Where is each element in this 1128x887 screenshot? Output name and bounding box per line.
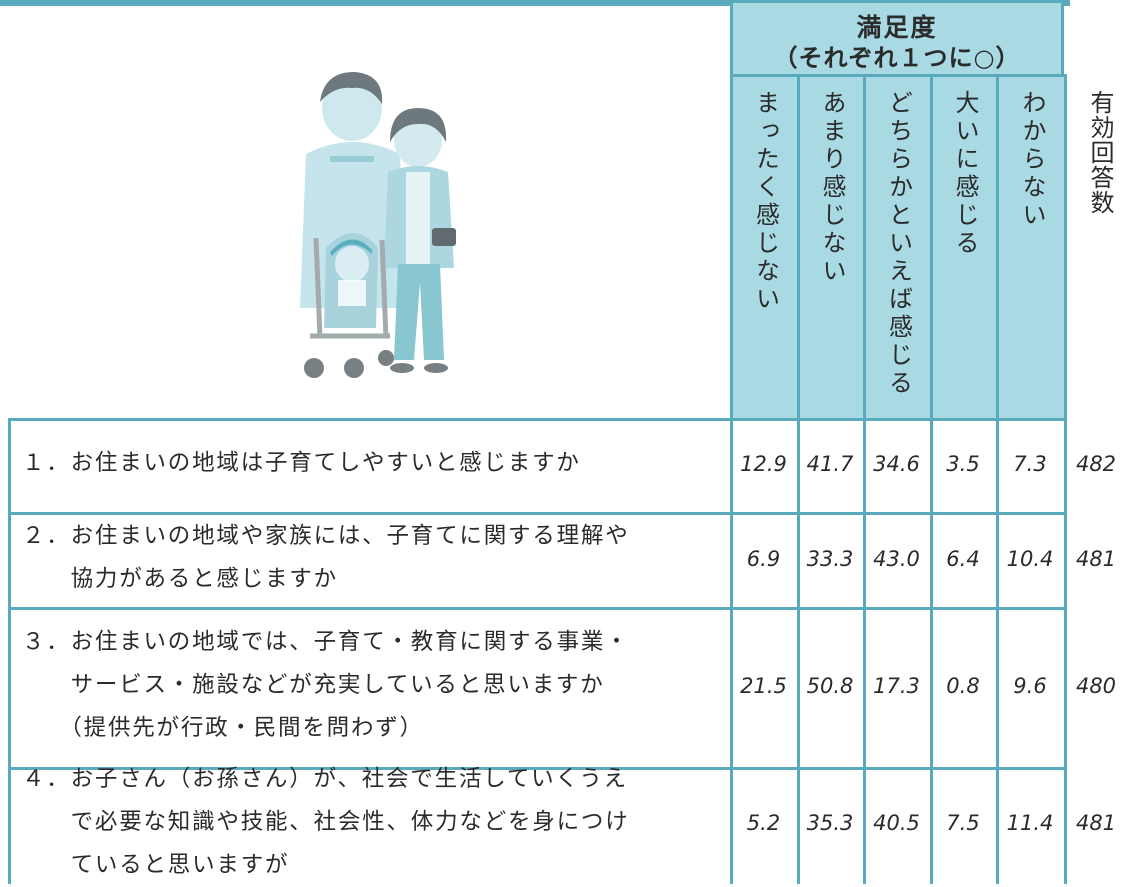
- respondent-count: 481: [1075, 811, 1117, 835]
- family-with-stroller-illustration: [300, 72, 456, 378]
- value-text: 6.9: [746, 546, 781, 571]
- question-text-line: ２．お住まいの地域や家族には、子育てに関する理解や: [22, 522, 630, 549]
- question-text-line: ていると思いますが: [22, 851, 290, 878]
- count-column-header: 有効回答数: [1086, 90, 1114, 215]
- value-text: 0.8: [946, 674, 980, 698]
- satisfaction-subtitle: （それぞれ１つに○）: [773, 44, 1021, 72]
- value-text: 7.5: [946, 811, 980, 835]
- top-rule: [0, 0, 1070, 6]
- question-text-line: 協力があると感じますか: [22, 565, 338, 592]
- value-text: 7.3: [1013, 452, 1047, 476]
- column-header-label: わからない: [1018, 90, 1046, 230]
- respondent-count: 481: [1075, 546, 1117, 571]
- value-cell: [996, 767, 1067, 884]
- value-text: 9.6: [1013, 674, 1047, 698]
- value-text: 35.3: [806, 811, 854, 835]
- value-text: 33.3: [806, 546, 854, 571]
- column-header-label: どちらかといえば感じる: [884, 90, 913, 398]
- satisfaction-title: 満足度: [856, 13, 938, 42]
- question-text-line: １．お住まいの地域は子育てしやすいと感じますか: [22, 449, 581, 476]
- column-header-label: まったく感じない: [751, 90, 780, 314]
- question-cell: [8, 767, 733, 884]
- value-text: 40.5: [873, 811, 920, 835]
- column-header-label: 大いに感じる: [951, 90, 979, 258]
- question-text-line: で必要な知識や技能、社会性、体力などを身につけ: [22, 808, 630, 835]
- value-text: 6.4: [946, 546, 980, 571]
- column-header-5: [996, 74, 1067, 421]
- value-text: 12.9: [740, 452, 787, 476]
- column-header-1: [730, 74, 800, 421]
- question-text-line: サービス・施設などが充実していると思いますか: [22, 671, 605, 698]
- value-text: 11.4: [1006, 811, 1054, 835]
- respondent-count: 482: [1075, 452, 1117, 476]
- column-header-3: [863, 74, 933, 421]
- value-text: 34.6: [873, 452, 920, 476]
- question-text-line: ４．お子さん（お孫さん）が、社会で生活していくうえ: [22, 765, 628, 792]
- value-text: 50.8: [806, 674, 854, 698]
- respondent-count: 480: [1075, 674, 1117, 698]
- value-text: 3.5: [946, 452, 980, 476]
- value-text: 21.5: [740, 674, 787, 698]
- value-text: 17.3: [873, 674, 920, 698]
- value-text: 41.7: [806, 452, 854, 476]
- question-text-line: （提供先が行政・民間を問わず）: [22, 714, 424, 741]
- value-text: 43.0: [873, 546, 920, 571]
- column-header-label: あまり感じない: [818, 90, 846, 286]
- question-text-line: ３．お住まいの地域では、子育て・教育に関する事業・: [22, 628, 630, 655]
- value-text: 10.4: [1006, 546, 1054, 571]
- value-text: 5.2: [746, 811, 781, 835]
